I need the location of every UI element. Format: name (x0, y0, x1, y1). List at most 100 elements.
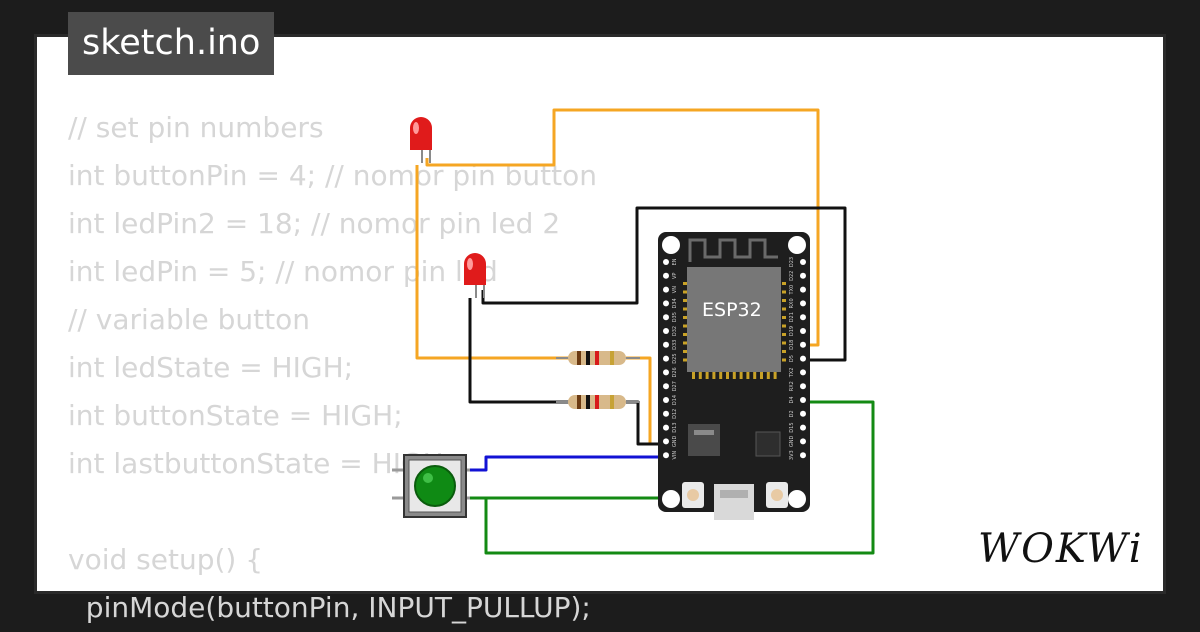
pin-hole[interactable] (663, 383, 669, 390)
chip-pad (782, 350, 786, 353)
pin-hole[interactable] (800, 328, 806, 334)
code-line: // set pin numbers (68, 111, 324, 144)
pin-hole[interactable] (663, 272, 669, 279)
pin-label: RX0 (789, 298, 795, 308)
code-line: int ledPin2 = 18; // nomor pin led 2 (68, 207, 561, 240)
pin-hole[interactable] (800, 452, 806, 459)
pin-label: D35 (672, 312, 678, 322)
chip-pad (683, 316, 687, 319)
pin-label: D19 (789, 326, 795, 336)
file-tab[interactable]: sketch.ino (68, 12, 275, 75)
chip-pad (782, 333, 786, 336)
pin-label: D15 (789, 422, 795, 432)
pin-label: RX2 (789, 381, 795, 391)
chip-pad (683, 350, 687, 353)
chip-pad (753, 372, 757, 379)
pin-label: VN (672, 286, 678, 293)
wire-green-button (468, 400, 875, 555)
pin-hole[interactable] (663, 286, 669, 293)
pins-right: D23D22TX0RX0D21D19D18D5TX2RX2D4D2D15GND3… (789, 257, 806, 460)
pin-label: TX2 (789, 368, 795, 379)
pin-label: VP (672, 273, 678, 279)
esp32-board[interactable]: ESP32 ENVPVND34D35D32D33D25D26D27D14D12D… (658, 232, 810, 520)
pin-label: GND (672, 436, 678, 448)
pin-hole[interactable] (800, 438, 806, 445)
chip-pad (683, 299, 687, 302)
pin-label: D33 (672, 340, 678, 350)
chip-pad (683, 307, 687, 311)
code-line: int ledPin = 5; // nomor pin led (68, 255, 498, 288)
chip-pad (732, 372, 736, 379)
resistor-2[interactable] (556, 395, 640, 409)
pin-hole[interactable] (800, 383, 806, 390)
pin-label: D5 (789, 355, 795, 362)
code-line: void setup() { (68, 543, 264, 576)
pin-hole[interactable] (663, 300, 669, 307)
pin-label: TX0 (789, 285, 795, 296)
led-red-2[interactable] (464, 253, 486, 298)
resistor-1[interactable] (556, 351, 640, 365)
wire-yellow-resistor1 (415, 165, 570, 360)
code-line: pinMode(buttonPin, INPUT_PULLUP); (68, 591, 591, 624)
pins-left: ENVPVND34D35D32D33D25D26D27D14D12D13GNDV… (663, 258, 678, 460)
chip-pad (712, 372, 716, 379)
pin-hole[interactable] (800, 272, 806, 279)
pin-hole[interactable] (800, 259, 806, 265)
pin-label: EN (672, 258, 678, 265)
pin-label: D12 (672, 409, 678, 419)
pin-hole[interactable] (800, 369, 806, 376)
pin-hole[interactable] (800, 286, 806, 293)
pin-hole[interactable] (663, 452, 669, 459)
pin-hole[interactable] (800, 355, 806, 362)
pin-hole[interactable] (663, 259, 669, 265)
pin-hole[interactable] (663, 369, 669, 376)
pin-label: D4 (789, 396, 795, 403)
code-line: int ledState = HIGH; (68, 351, 354, 384)
chip-pad (705, 372, 709, 379)
pin-hole[interactable] (663, 341, 669, 348)
pin-hole[interactable] (800, 314, 806, 321)
chip-pad (726, 372, 729, 379)
pin-label: D2 (789, 410, 795, 417)
chip-pad (782, 307, 786, 311)
chip-pad (782, 282, 786, 285)
pin-label: D22 (789, 271, 795, 281)
pin-hole[interactable] (663, 438, 669, 445)
pin-hole[interactable] (663, 424, 669, 431)
pin-hole[interactable] (800, 410, 806, 417)
chip-pad (692, 372, 695, 379)
wire-black-led2 (481, 206, 847, 362)
chip-pad (683, 358, 687, 362)
pin-hole[interactable] (663, 410, 669, 417)
pin-label: D25 (672, 353, 678, 363)
led-red-1[interactable] (410, 117, 432, 163)
pin-hole[interactable] (800, 300, 806, 307)
pin-label: 3V3 (789, 450, 795, 460)
pin-label: VIN (672, 451, 678, 460)
pin-hole[interactable] (663, 328, 669, 334)
pin-label: D18 (789, 340, 795, 350)
pin-hole[interactable] (663, 355, 669, 362)
chip-pads (683, 282, 786, 379)
chip-pad (782, 299, 786, 302)
pin-hole[interactable] (663, 314, 669, 321)
code-line: // variable button (68, 303, 310, 336)
pin-hole[interactable] (800, 397, 806, 403)
chip-pad (683, 282, 687, 285)
chip-pad (782, 290, 786, 294)
chip-pad (746, 372, 750, 379)
pin-hole[interactable] (800, 341, 806, 348)
chip-pad (683, 341, 687, 345)
chip-pad (760, 372, 763, 379)
pin-label: D32 (672, 326, 678, 336)
chip-pad (773, 372, 777, 379)
pin-label: D21 (789, 312, 795, 322)
push-button[interactable] (392, 454, 470, 518)
pin-label: GND (789, 436, 795, 448)
pin-hole[interactable] (800, 424, 806, 431)
chip-pad (782, 358, 786, 362)
wire-green-gnd (486, 452, 666, 500)
code-line: int buttonState = HIGH; (68, 399, 403, 432)
pin-hole[interactable] (663, 397, 669, 403)
